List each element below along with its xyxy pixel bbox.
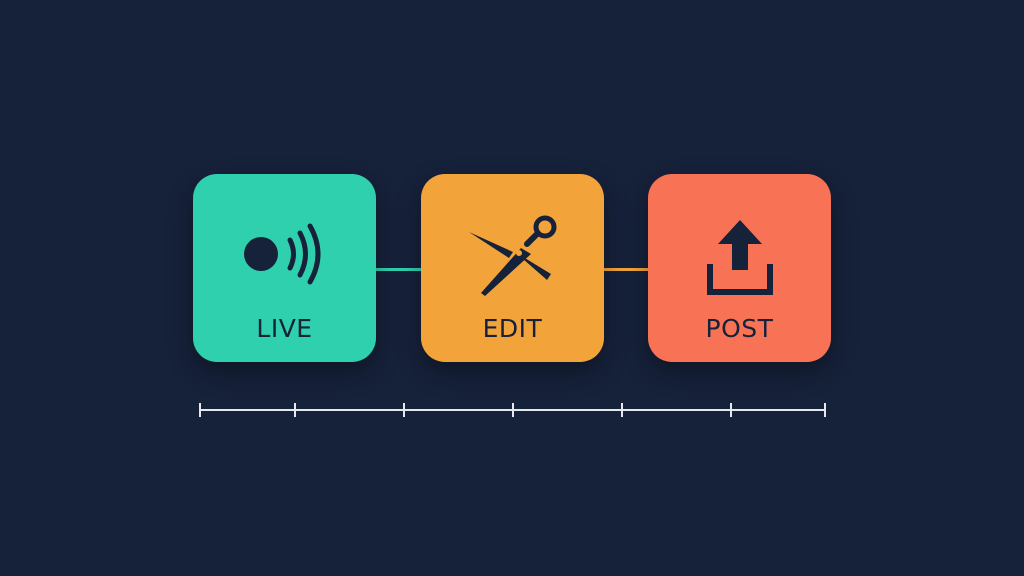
scissors-icon (421, 215, 604, 296)
connector-live-edit (375, 268, 424, 271)
step-label-edit: EDIT (482, 314, 543, 343)
connector-edit-post (602, 268, 651, 271)
step-label-live: LIVE (256, 314, 313, 343)
step-label-post: POST (705, 314, 774, 343)
step-post: POST (648, 174, 831, 362)
upload-icon (648, 218, 831, 295)
step-live: LIVE (193, 174, 376, 362)
step-edit: EDIT (421, 174, 604, 362)
live-broadcast-icon (193, 218, 376, 290)
